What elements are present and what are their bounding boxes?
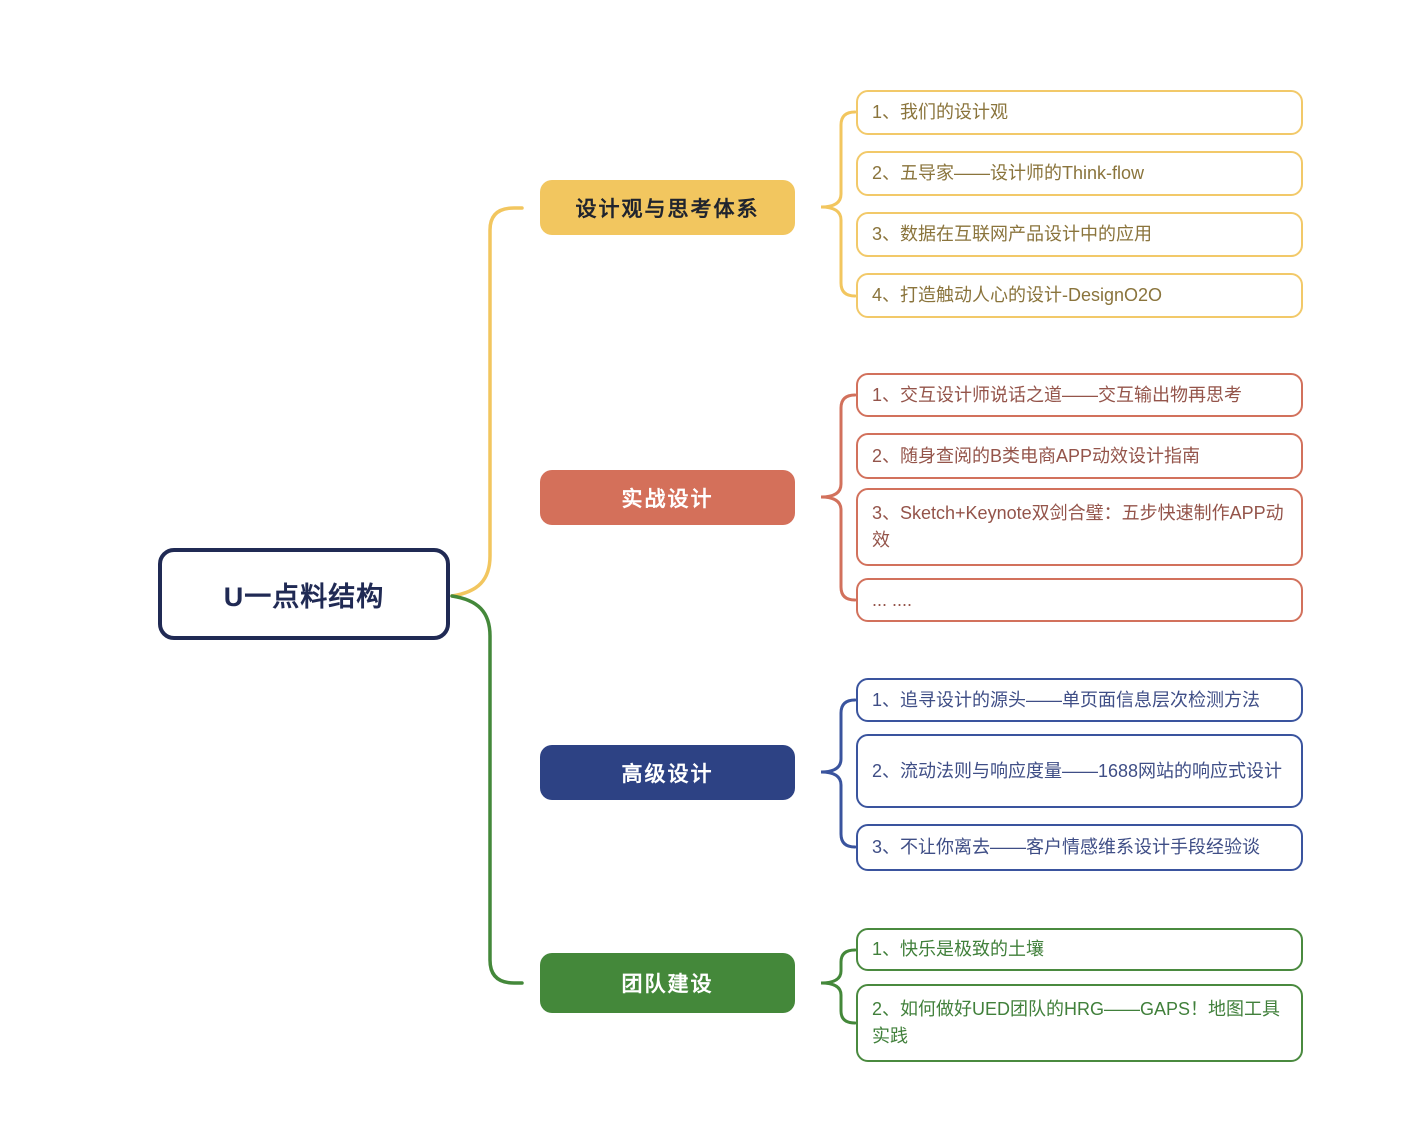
connector-branch-team-building: [450, 594, 524, 985]
child-topic[interactable]: 1、追寻设计的源头——单页面信息层次检测方法: [856, 678, 1303, 722]
child-topic[interactable]: 3、Sketch+Keynote双剑合璧：五步快速制作APP动效: [856, 488, 1303, 566]
child-topic[interactable]: 3、数据在互联网产品设计中的应用: [856, 212, 1303, 257]
child-topic[interactable]: 2、如何做好UED团队的HRG——GAPS！地图工具实践: [856, 984, 1303, 1062]
child-topic[interactable]: 2、流动法则与响应度量——1688网站的响应式设计: [856, 734, 1303, 808]
child-topic[interactable]: 2、随身查阅的B类电商APP动效设计指南: [856, 433, 1303, 479]
brace-advanced-design-children: [820, 698, 857, 849]
child-topic[interactable]: ... ....: [856, 578, 1303, 622]
brace-team-building-children: [820, 948, 857, 1025]
branch-team-building[interactable]: 团队建设: [540, 953, 795, 1013]
child-topic[interactable]: 1、交互设计师说话之道——交互输出物再思考: [856, 373, 1303, 417]
brace-design-philosophy-children: [820, 110, 857, 298]
child-topic[interactable]: 3、不让你离去——客户情感维系设计手段经验谈: [856, 824, 1303, 871]
brace-practical-design-children: [820, 393, 857, 602]
root-node[interactable]: U一点料结构: [158, 548, 450, 640]
connector-branch-design-philosophy: [450, 206, 524, 598]
branch-design-philosophy[interactable]: 设计观与思考体系: [540, 180, 795, 235]
branch-advanced-design[interactable]: 高级设计: [540, 745, 795, 800]
child-topic[interactable]: 2、五导家——设计师的Think-flow: [856, 151, 1303, 196]
branch-practical-design[interactable]: 实战设计: [540, 470, 795, 525]
child-topic[interactable]: 1、我们的设计观: [856, 90, 1303, 135]
child-topic[interactable]: 1、快乐是极致的土壤: [856, 928, 1303, 971]
child-topic[interactable]: 4、打造触动人心的设计-DesignO2O: [856, 273, 1303, 318]
